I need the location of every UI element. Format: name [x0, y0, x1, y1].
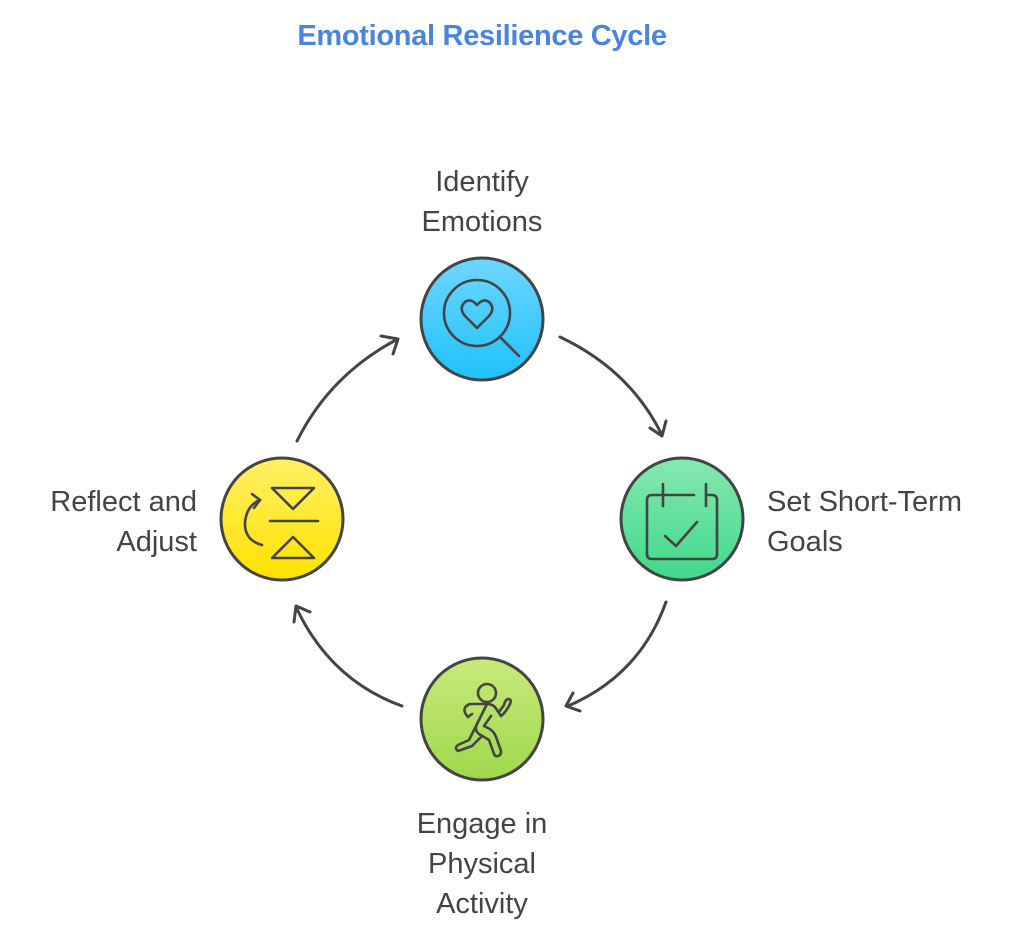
arrow-activity-to-reflect — [292, 604, 404, 708]
label-line: Activity — [436, 888, 528, 920]
stage-identify-emotions — [419, 256, 545, 382]
label-line: Physical — [428, 848, 536, 880]
diagram-title: Emotional Resilience Cycle — [297, 20, 667, 52]
label-identify-emotions: Identify Emotions — [382, 162, 582, 242]
label-line: Engage in — [416, 808, 548, 840]
calendar-check-icon — [645, 482, 719, 561]
label-line: Emotions — [421, 206, 543, 238]
label-line: Adjust — [116, 526, 197, 558]
arrow-reflect-to-identify — [295, 334, 400, 443]
running-person-icon — [454, 682, 512, 758]
stage-reflect-and-adjust — [219, 456, 345, 582]
label-engage-in-physical-activity: Engage in Physical Activity — [362, 804, 602, 924]
label-line: Goals — [767, 526, 843, 558]
stage-engage-in-physical-activity — [419, 656, 545, 782]
arrow-identify-to-goals — [558, 335, 668, 438]
label-line: Reflect and — [50, 486, 197, 518]
label-line: Set Short-Term — [767, 486, 962, 518]
label-line: Identify — [435, 166, 529, 198]
label-set-short-term-goals: Set Short-Term Goals — [767, 482, 1017, 562]
label-reflect-and-adjust: Reflect and Adjust — [0, 482, 197, 562]
heart-magnifier-icon — [442, 278, 521, 358]
reflect-adjust-icon — [243, 486, 320, 560]
stage-set-short-term-goals — [619, 456, 745, 582]
arrow-goals-to-activity — [564, 600, 668, 713]
